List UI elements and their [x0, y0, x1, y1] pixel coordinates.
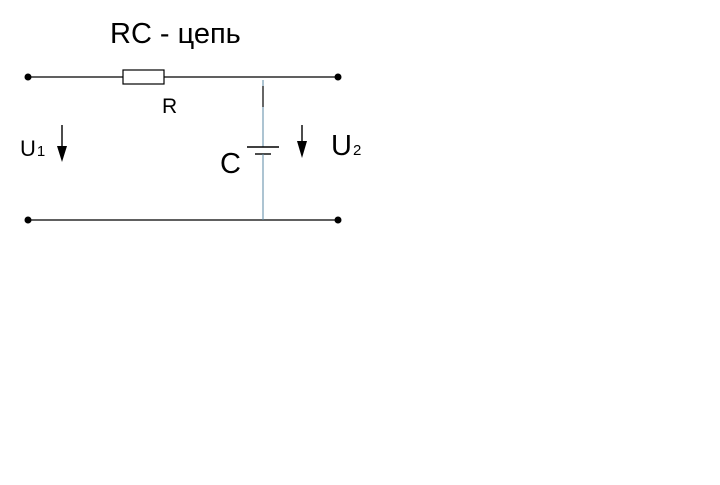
output-terminal-bottom — [334, 216, 342, 224]
output-terminal-top — [334, 73, 342, 81]
title-word: цепь — [177, 18, 241, 50]
input-voltage-symbol: U — [20, 136, 36, 161]
title-dash: - — [159, 18, 170, 50]
resistor-label: R — [162, 95, 178, 118]
title-main: RC — [110, 18, 152, 50]
input-terminal-bottom — [24, 216, 32, 224]
output-voltage-label: U2 — [331, 132, 361, 161]
capacitor-label: C — [220, 148, 241, 180]
input-voltage-label: U1 — [20, 138, 45, 160]
resistor — [122, 69, 165, 85]
output-voltage-symbol: U — [331, 130, 352, 162]
diagram-title: RC-цепь — [110, 20, 241, 49]
output-voltage-index: 2 — [352, 142, 362, 159]
input-terminal-top — [24, 73, 32, 81]
u1-arrow-icon — [57, 125, 67, 162]
input-voltage-index: 1 — [36, 143, 46, 160]
u2-arrow-icon — [297, 125, 307, 158]
